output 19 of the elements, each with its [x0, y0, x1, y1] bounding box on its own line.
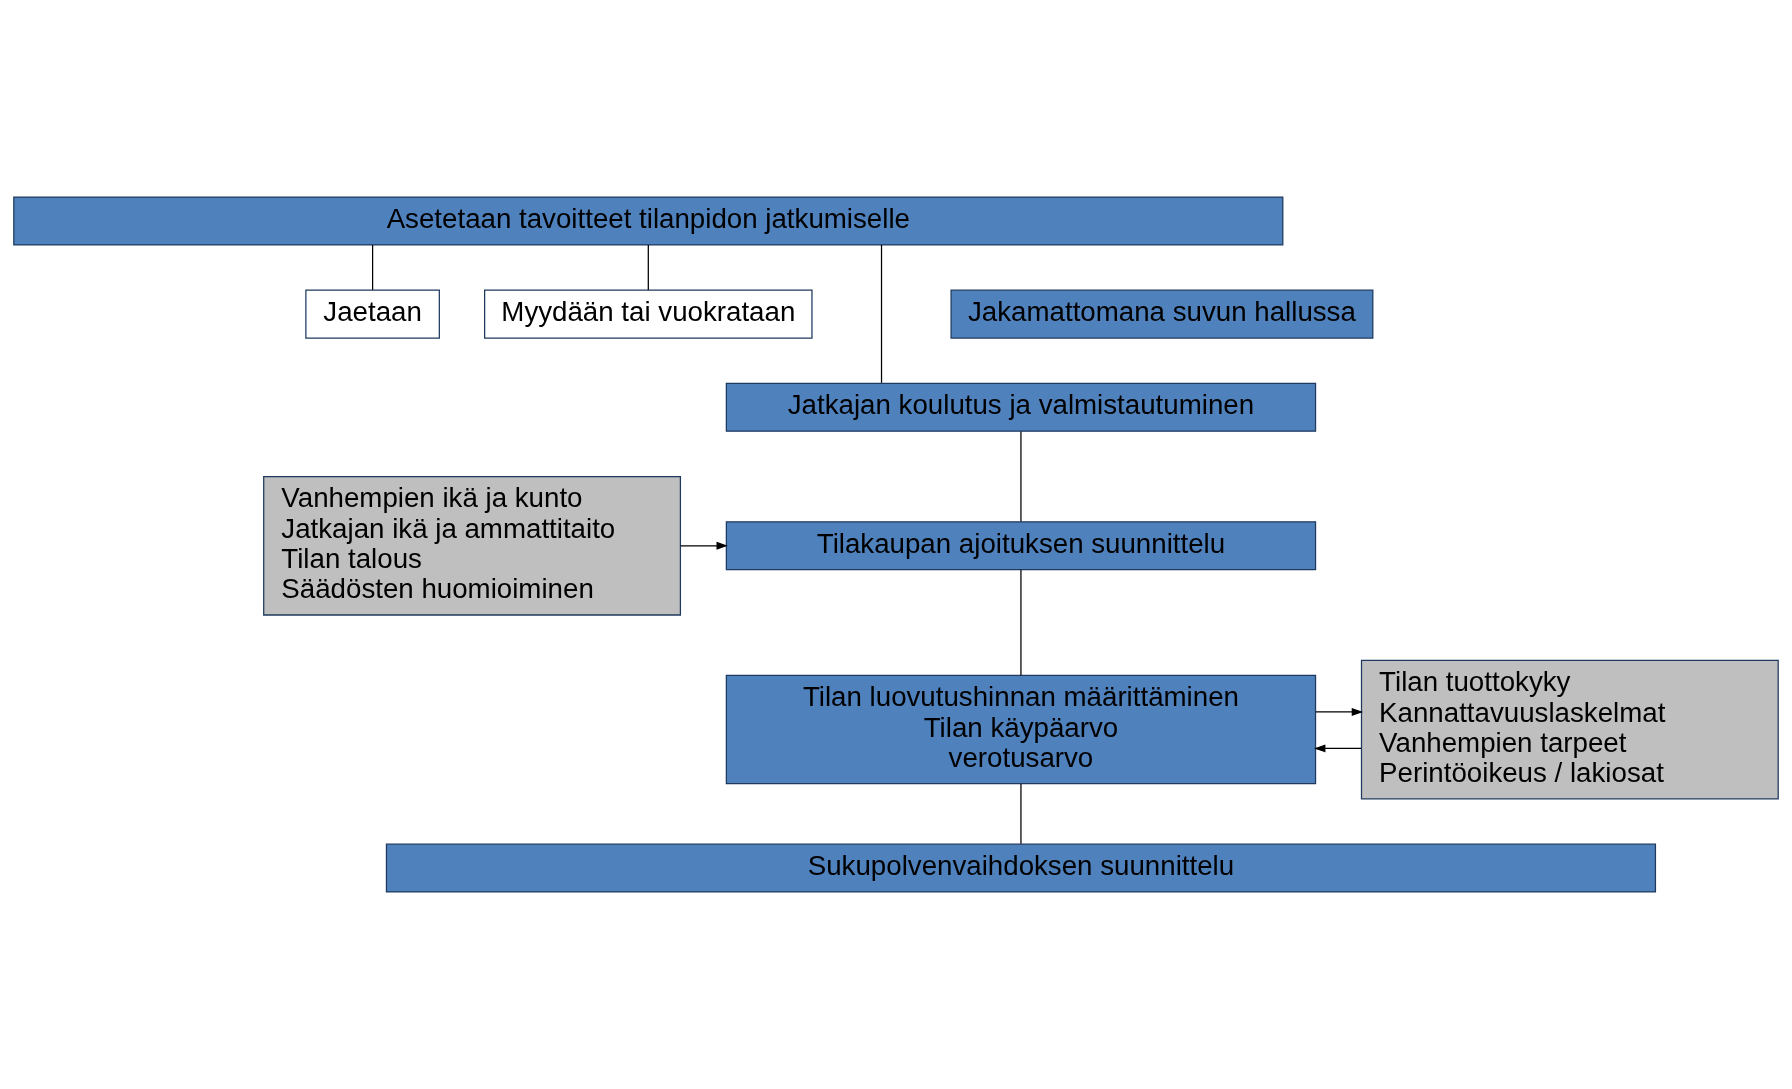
node-box: Tilakaupan ajoituksen suunnittelu — [725, 521, 1317, 571]
arrow — [680, 541, 728, 550]
node-box: Myydään tai vuokrataan — [484, 289, 813, 339]
connector — [371, 244, 374, 291]
connector — [1020, 430, 1022, 523]
node-box: Jatkajan koulutus ja valmistautuminen — [725, 382, 1317, 432]
node-box: Sukupolvenvaihdoksen suunnittelu — [385, 843, 1657, 893]
node-box: Asetetaan tavoitteet tilanpidon jatkumiselle — [13, 196, 1284, 246]
connector — [880, 244, 883, 384]
connector — [1020, 569, 1022, 676]
node-box: Tilan tuottokyky Kannattavuuslaskelmat Vanhempien tarpeet Perintöoikeus / lakiosat — [1360, 659, 1779, 800]
node-box: Jakamattomana suvun hallussa — [950, 289, 1374, 339]
node-box: Tilan luovutushinnan määrittäminen Tilan käypäarvo verotusarvo — [725, 674, 1317, 785]
arrow — [1315, 707, 1364, 716]
node-box: Vanhempien ikä ja kunto Jatkajan ikä ja ammattitaito Tilan talous Säädösten huomioiminen — [263, 475, 682, 616]
node-box: Jaetaan — [305, 289, 440, 339]
arrow — [1314, 744, 1362, 753]
connector — [1020, 783, 1022, 845]
connector — [647, 244, 649, 291]
